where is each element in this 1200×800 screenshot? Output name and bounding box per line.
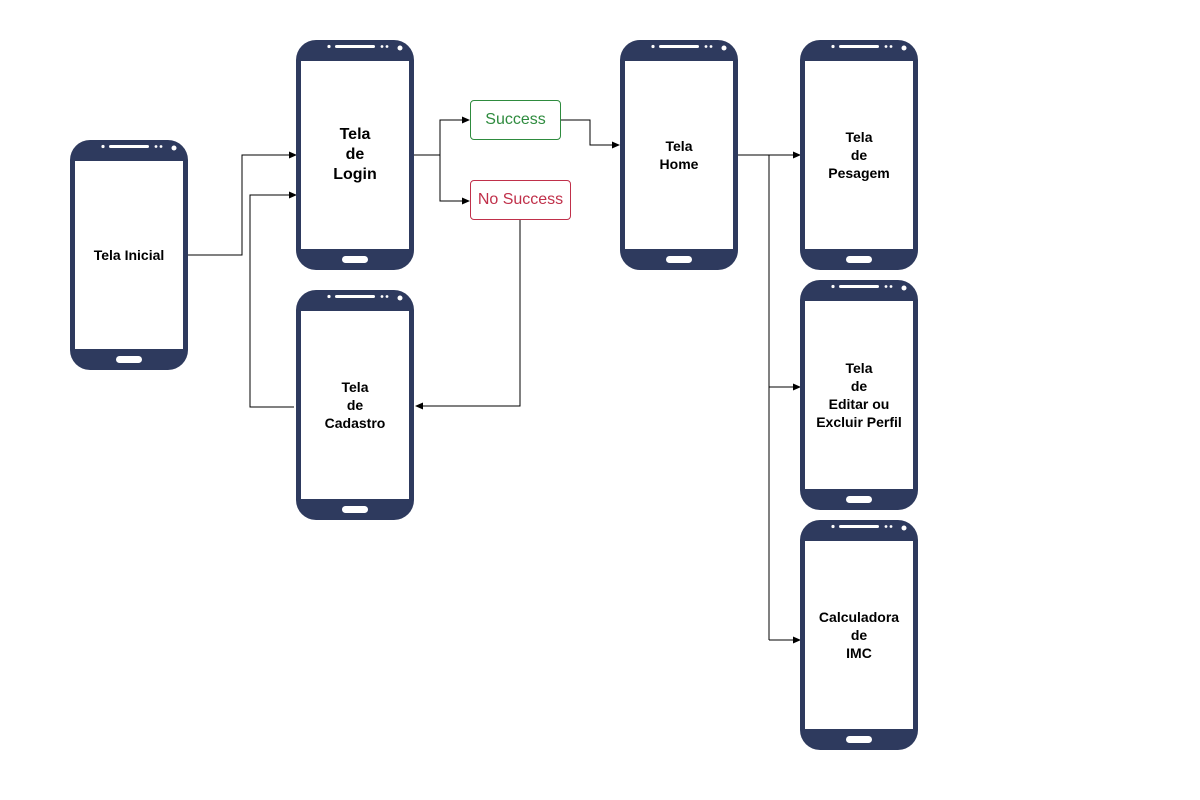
smartphone-icon [296, 40, 414, 270]
connector-cadastro-to-login [249, 191, 297, 408]
phone-calculadora-imc: Calculadora de IMC [800, 520, 918, 750]
smartphone-icon [800, 520, 918, 750]
calculadora-imc-label: Calculadora de IMC [818, 609, 900, 661]
connector-success-to-home [561, 119, 620, 149]
tela-inicial-label: Tela Inicial [93, 247, 165, 263]
tela-home-label: Tela Home [659, 138, 699, 172]
tela-cadastro-label: Tela de Cadastro [324, 379, 386, 431]
success-box: Success [470, 100, 561, 140]
connector-login-to-success [413, 116, 470, 156]
connector-nosuccess-to-cadastro [415, 220, 521, 410]
phone-tela-home: Tela Home [620, 40, 738, 270]
smartphone-icon [70, 140, 188, 370]
tela-editar-label: Tela de Editar ou Excluir Perfil [816, 360, 902, 430]
phone-tela-editar-perfil: Tela de Editar ou Excluir Perfil [800, 280, 918, 510]
smartphone-icon [800, 280, 918, 510]
phone-tela-cadastro: Tela de Cadastro [296, 290, 414, 520]
phone-tela-login: Tela de Login [296, 40, 414, 270]
smartphone-icon [620, 40, 738, 270]
no-success-box: No Success [470, 180, 571, 220]
phone-tela-pesagem: Tela de Pesagem [800, 40, 918, 270]
connector-login-to-nosuccess [439, 155, 470, 205]
connector-inicial-to-login [188, 151, 297, 256]
tela-login-label: Tela de Login [333, 126, 377, 183]
tela-pesagem-label: Tela de Pesagem [828, 129, 890, 181]
phone-tela-inicial: Tela Inicial [70, 140, 188, 370]
smartphone-icon [296, 290, 414, 520]
smartphone-icon [800, 40, 918, 270]
